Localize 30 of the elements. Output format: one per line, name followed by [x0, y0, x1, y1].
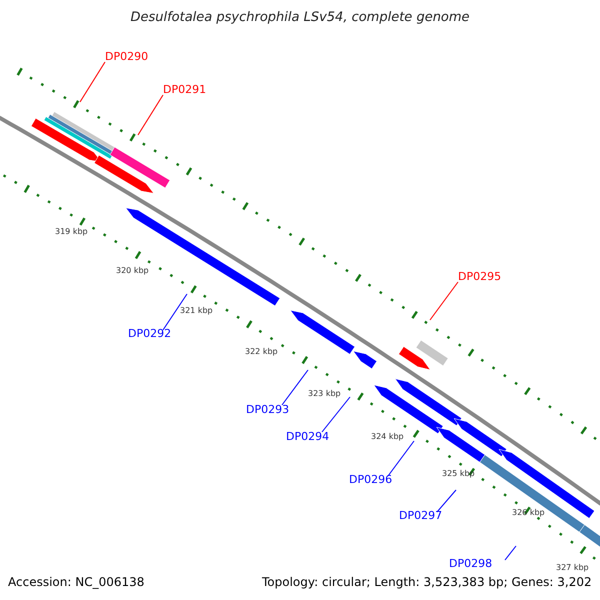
gene-label: DP0291 [163, 84, 206, 95]
scale-label: 323 kbp [308, 390, 341, 398]
gene-label: DP0293 [246, 404, 290, 415]
gene-label: DP0292 [128, 328, 172, 339]
gene-label: DP0290 [105, 51, 148, 62]
accession-text: Accession: NC_006138 [8, 576, 144, 588]
leader-line [138, 94, 164, 136]
gene-label: DP0295 [458, 271, 502, 282]
scale-label: 325 kbp [442, 470, 475, 478]
scale-label: 324 kbp [371, 433, 404, 441]
scale-label: 322 kbp [245, 348, 278, 356]
gene-label: DP0297 [399, 510, 442, 521]
gene-label: DP0296 [349, 474, 392, 485]
scale-label: 327 kbp [556, 564, 589, 572]
scale-label: 321 kbp [180, 307, 213, 315]
leader-line [388, 440, 414, 476]
leader-line [80, 62, 106, 102]
leader-line [430, 282, 458, 320]
gene-label: DP0294 [286, 431, 330, 442]
scale-label: 320 kbp [116, 267, 149, 275]
leader-line [436, 490, 456, 512]
scale-label: 319 kbp [55, 228, 88, 236]
title: Desulfotalea psychrophila LSv54, complete genome [129, 11, 471, 24]
scale-label: 326 kbp [512, 509, 545, 517]
leader-line [322, 396, 350, 432]
leader-line [504, 546, 516, 560]
leader-line [162, 294, 188, 330]
leader-line [282, 370, 308, 406]
genome-stats-text: Topology: circular; Length: 3,523,383 bp; Genes: 3,202 [262, 576, 592, 588]
gene-label: DP0298 [449, 558, 492, 569]
